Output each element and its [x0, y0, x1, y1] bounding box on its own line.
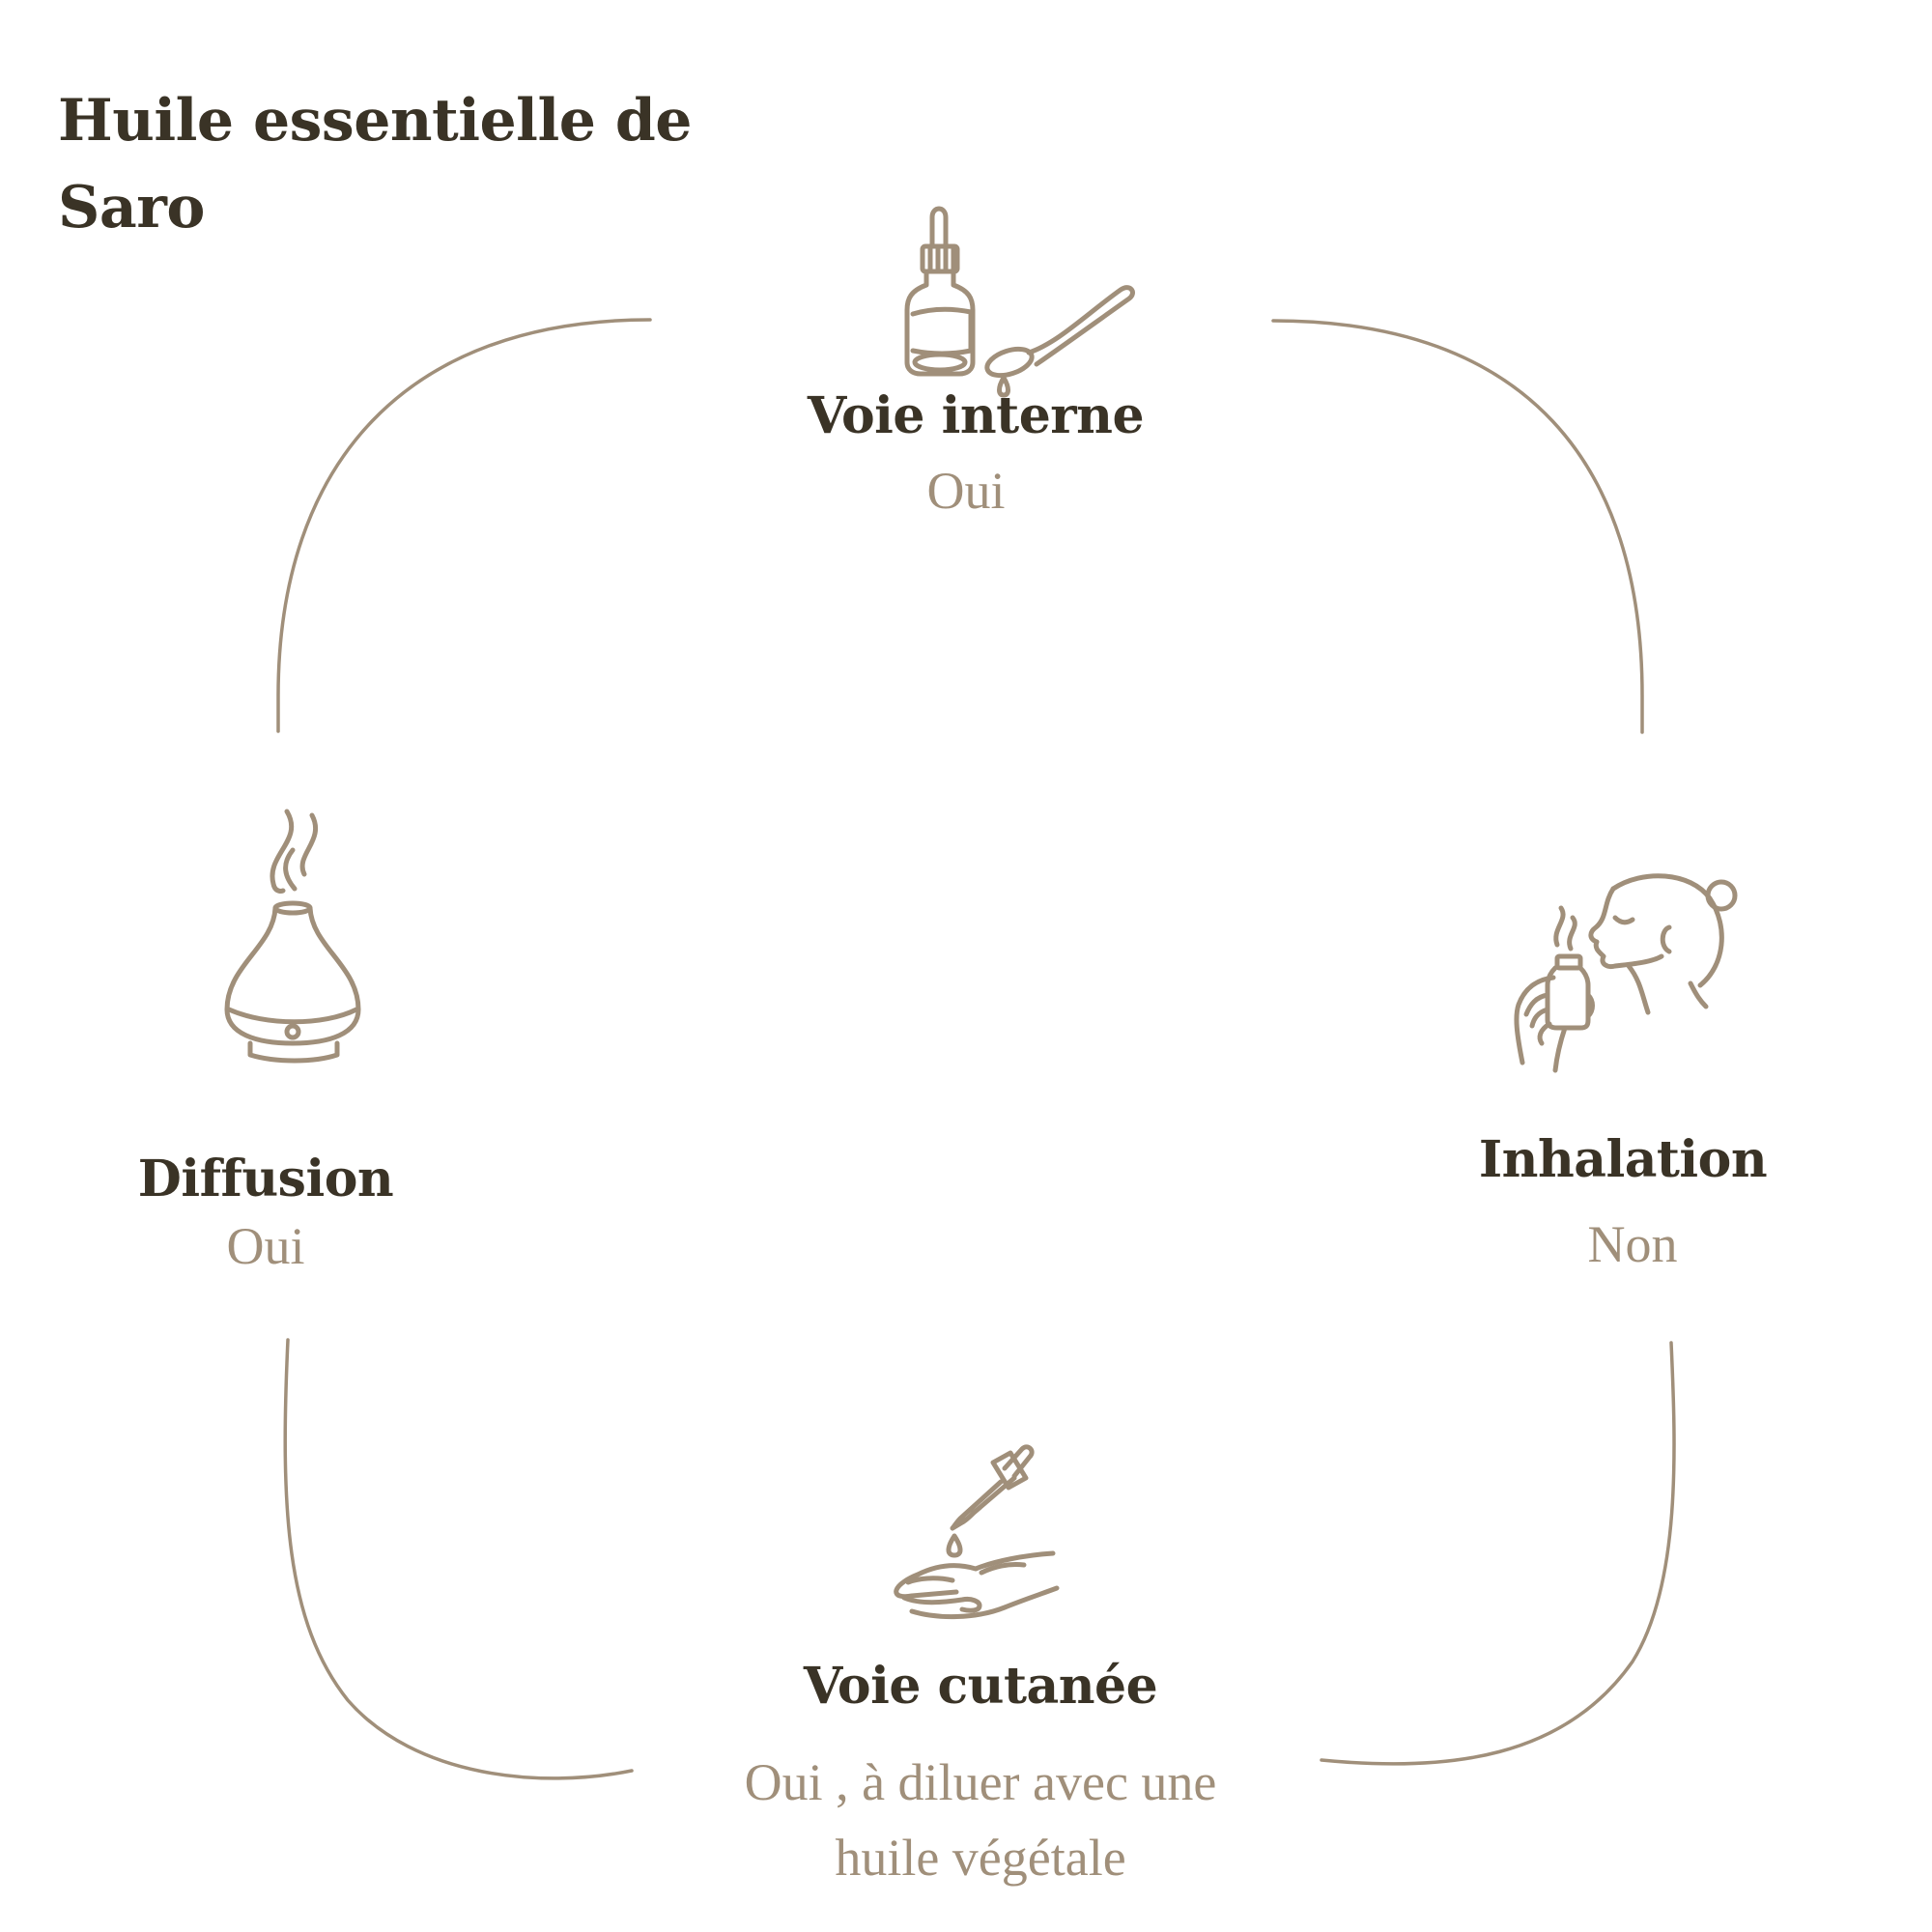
route-cutaneous-value-line-1: Oui , à diluer avec une [744, 1753, 1217, 1811]
curve-top-right [1271, 319, 1644, 734]
dropper-bottle-spoon-icon [894, 198, 1145, 401]
curve-bottom-right [1320, 1341, 1676, 1766]
curve-bottom-left [283, 1338, 634, 1780]
curve-top-left [276, 318, 652, 733]
page-title: Huile essentielle de Saro [58, 77, 734, 251]
route-internal-value: Oui [926, 462, 1006, 520]
route-inhalation-label: Inhalation [1478, 1130, 1768, 1189]
diffuser-icon [217, 802, 372, 1082]
route-diffusion: Diffusion Oui [92, 1150, 440, 1284]
woman-smelling-bottle-icon [1507, 860, 1748, 1082]
title-line-1: Huile essentielle de [58, 87, 692, 155]
title-line-2: Saro [58, 174, 205, 242]
route-diffusion-label: Diffusion [137, 1150, 394, 1208]
dropper-hand-icon [879, 1439, 1072, 1633]
route-cutaneous-value: Oui , à diluer avec une huile végétale [638, 1745, 1323, 1895]
route-inhalation-value: Non [1587, 1215, 1678, 1273]
route-internal-label: Voie interne [807, 386, 1145, 445]
route-cutaneous-label: Voie cutanée [803, 1657, 1158, 1716]
route-cutaneous-value-line-2: huile végétale [835, 1829, 1126, 1887]
route-inhalation: Inhalation Non [1430, 1130, 1816, 1282]
route-diffusion-value: Oui [226, 1217, 305, 1275]
route-internal: Voie interne Oui [734, 386, 1217, 528]
route-cutaneous: Voie cutanée Oui , à diluer avec une hui… [638, 1657, 1323, 1895]
